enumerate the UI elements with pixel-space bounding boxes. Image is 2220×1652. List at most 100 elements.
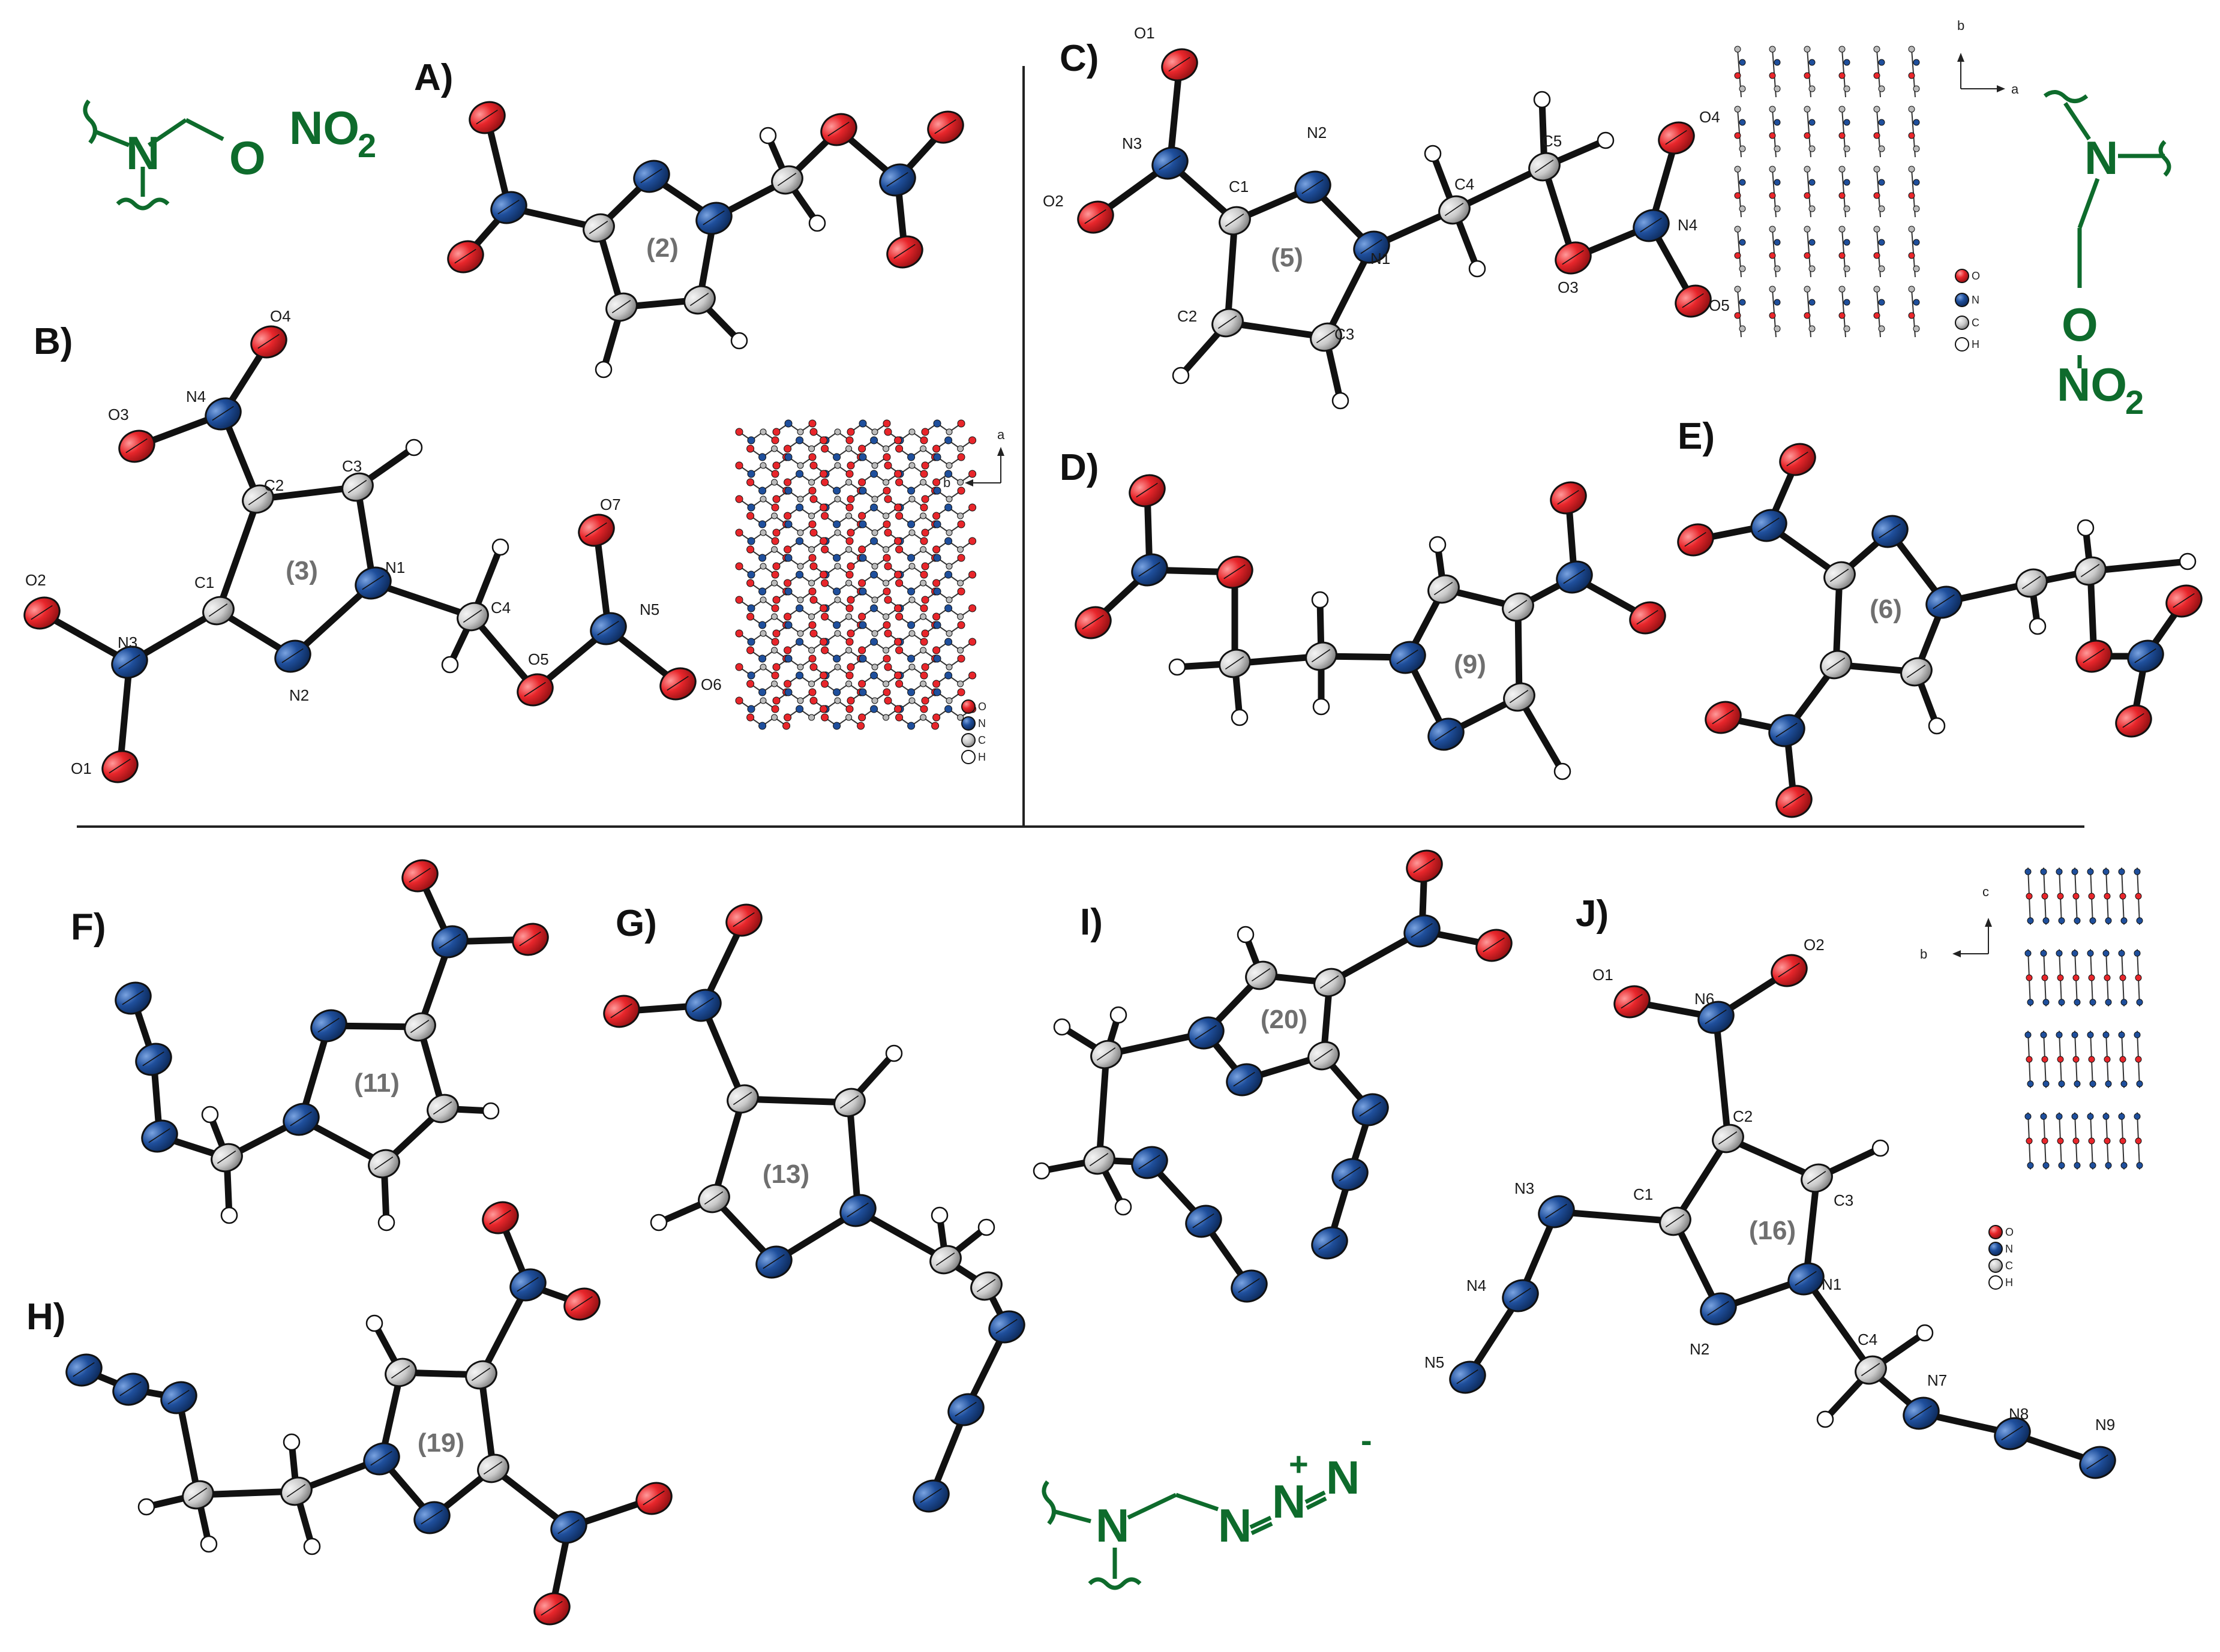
- packing-motif: [932, 604, 977, 621]
- hydrogen-atom: [1114, 1198, 1132, 1216]
- nitrogen-atom: [115, 981, 152, 1015]
- atom-label-n4: N4: [1678, 216, 1697, 234]
- carbon-atom: [605, 292, 638, 322]
- bond: [175, 1394, 202, 1498]
- packing-motif: [884, 461, 928, 478]
- atom-label-n2: N2: [289, 686, 309, 704]
- schematic-no2: NO: [289, 101, 359, 154]
- legend-o: O: [2005, 1226, 2014, 1238]
- packing-motif: [772, 554, 817, 570]
- packing-motif: [1873, 226, 1885, 278]
- packing-motif: [784, 604, 828, 621]
- atom-label-n9: N9: [2095, 1416, 2115, 1434]
- nitrogen-atom: [1331, 1158, 1369, 1191]
- packing-motif: [809, 495, 854, 512]
- hydrogen-atom: [1331, 392, 1349, 410]
- packing-motif: [772, 621, 817, 638]
- hydrogen-atom: [482, 1102, 500, 1120]
- oxygen-atom: [2165, 584, 2203, 618]
- atom-label-n5: N5: [640, 600, 659, 618]
- hydrogen-atom: [730, 332, 748, 350]
- carbon-atom: [970, 1271, 1003, 1301]
- packing-motif: [858, 604, 902, 621]
- atom-label-c5: C5: [1542, 132, 1562, 150]
- atom-label-o1: O1: [1592, 966, 1613, 984]
- atom-label-n6: N6: [1694, 990, 1714, 1008]
- bond: [194, 1488, 300, 1498]
- nitrogen-atom: [490, 191, 527, 224]
- carbon-atom: [1820, 650, 1852, 680]
- hydrogen-atom: [2179, 552, 2197, 570]
- hydrogen-atom: [759, 127, 777, 145]
- oxygen-atom: [1475, 929, 1513, 962]
- atom-label-o5: O5: [528, 650, 549, 668]
- packing-motif: [921, 453, 965, 470]
- packing-motif: [735, 562, 779, 579]
- bond: [739, 1095, 853, 1106]
- bond: [1802, 1175, 1820, 1282]
- schematic-n-methyl-azide: N N N N + -: [1042, 1421, 1372, 1590]
- legend-h: H: [978, 751, 986, 763]
- schematic-n: N: [126, 127, 160, 179]
- hydrogen-atom: [2029, 617, 2047, 635]
- panel-label-f: F): [71, 906, 106, 948]
- panel-label-e: E): [1678, 416, 1715, 457]
- packing-motif: [784, 436, 828, 453]
- packing-motif: [1873, 166, 1885, 218]
- packing-motif: [2087, 949, 2096, 1007]
- hydrogen-atom: [885, 1044, 903, 1062]
- carbon-atom: [1305, 641, 1337, 671]
- hydrogen-atom: [1424, 145, 1442, 163]
- packing-motif: [821, 444, 865, 461]
- nitrogen-atom: [988, 1310, 1025, 1344]
- packing-motif: [932, 671, 977, 688]
- packing-motif: [2118, 867, 2128, 925]
- oxygen-atom: [1779, 443, 1816, 476]
- panel-labels: A) B) C) D) E) F) G) H) I) J): [26, 38, 1715, 1338]
- packing-motif: [746, 680, 791, 696]
- packing-motif: [932, 436, 977, 453]
- carbon-atom: [2074, 556, 2107, 586]
- packing-motif: [895, 579, 940, 596]
- bond: [354, 483, 377, 587]
- packing-motif: [884, 495, 928, 512]
- bond: [1802, 1275, 1874, 1374]
- oxygen-atom: [517, 673, 554, 707]
- nitrogen-atom: [1131, 553, 1168, 587]
- packing-motif: [884, 562, 928, 579]
- hydrogen-atom: [220, 1206, 238, 1224]
- hydrogen-atom: [1231, 708, 1249, 726]
- packing-motif: [847, 621, 891, 638]
- atom-label-n3: N3: [118, 633, 137, 651]
- schematic-n-ethyl-nitrate: N O NO 2: [2043, 90, 2171, 421]
- packing-motif: [784, 570, 828, 587]
- hydrogen-atom: [137, 1498, 155, 1516]
- packing-motif: [847, 587, 891, 604]
- oxygen-atom: [2075, 639, 2113, 673]
- schematic-n: N: [1096, 1499, 1129, 1552]
- packing-motif: [858, 570, 902, 587]
- oxygen-atom: [659, 667, 697, 701]
- hydrogen-atom: [303, 1537, 321, 1555]
- packing-motif: [2040, 949, 2050, 1007]
- carbon-atom: [1313, 968, 1346, 998]
- nitrogen-atom: [141, 1119, 178, 1153]
- nitrogen-atom: [1151, 146, 1189, 180]
- hydrogen-atom: [200, 1535, 218, 1553]
- atom-label-n1: N1: [1370, 250, 1390, 268]
- packing-motif: [921, 419, 965, 436]
- schematic-minus: -: [1361, 1421, 1372, 1459]
- packing-motif: [921, 554, 965, 570]
- carbon-atom: [1307, 1041, 1340, 1071]
- carbon-atom: [1245, 960, 1277, 990]
- bond: [700, 1002, 746, 1103]
- nitrogen-atom: [1403, 914, 1441, 948]
- nitrogen-atom: [1389, 641, 1426, 674]
- atom-label-n1: N1: [1822, 1275, 1841, 1293]
- carbon-atom: [385, 1357, 417, 1387]
- oxygen-atom: [101, 750, 139, 783]
- oxygen-atom: [533, 1592, 571, 1626]
- hydrogen-atom: [1237, 926, 1255, 944]
- hydrogen-atom: [1928, 717, 1946, 735]
- packing-motif: [746, 646, 791, 663]
